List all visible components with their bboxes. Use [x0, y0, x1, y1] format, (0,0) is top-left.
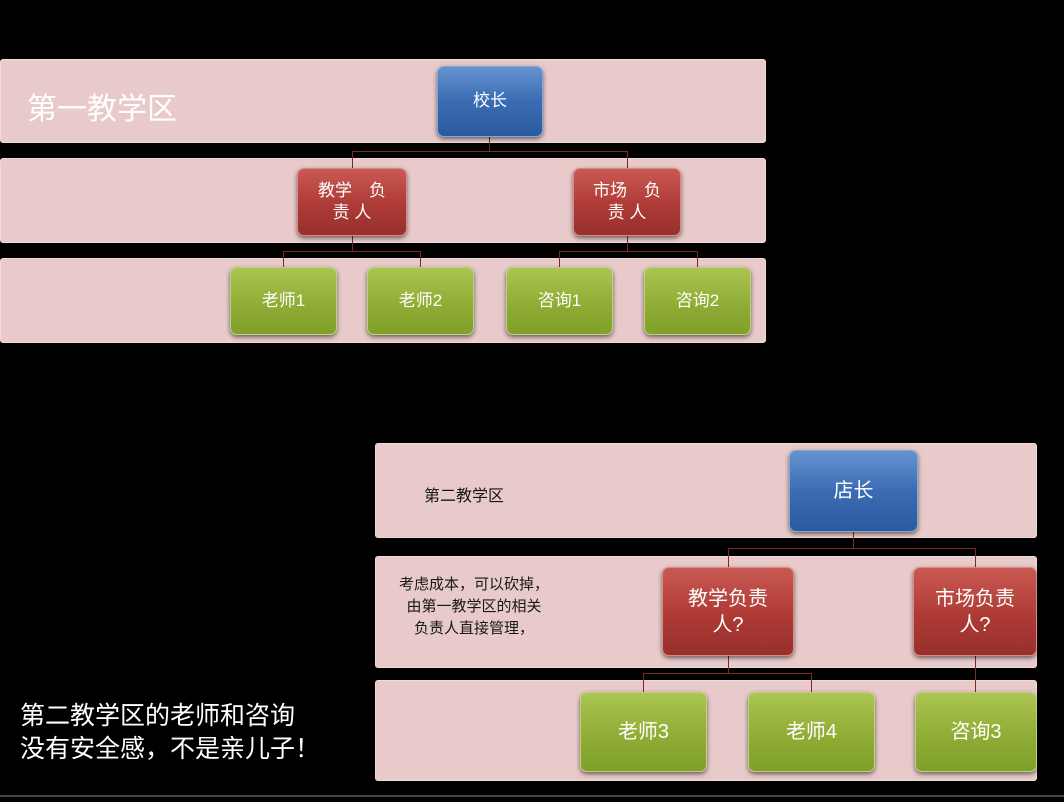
- chart2-band-root: [375, 443, 1037, 538]
- chart1-staff-consultant1[interactable]: 咨询1: [506, 267, 613, 335]
- connector-line: [283, 251, 421, 252]
- chart2-staff-teacher3[interactable]: 老师3: [580, 692, 707, 772]
- connector-line: [811, 673, 812, 692]
- connector-line: [975, 548, 976, 567]
- connector-line: [975, 656, 976, 692]
- bottom-edge-line: [0, 795, 1064, 797]
- node-label: 教学负责 人?: [688, 587, 768, 636]
- node-label: 老师1: [261, 290, 306, 310]
- insecurity-caption: 第二教学区的老师和咨询 没有安全感，不是亲儿子！: [20, 702, 321, 763]
- chart1-staff-consultant2[interactable]: 咨询2: [644, 267, 751, 335]
- connector-line: [283, 251, 284, 267]
- connector-line: [853, 532, 854, 548]
- node-label: 市场负责 人?: [935, 587, 1015, 636]
- chart2-title: 第二教学区: [424, 488, 505, 505]
- node-label: 老师4: [785, 721, 838, 743]
- connector-line: [627, 236, 628, 251]
- chart2-staff-consultant3[interactable]: 咨询3: [915, 692, 1037, 772]
- node-label: 教学 负 责 人: [318, 180, 386, 222]
- node-label: 咨询3: [950, 721, 1002, 743]
- connector-line: [728, 656, 729, 673]
- chart1-band-root: [0, 59, 766, 143]
- node-label: 市场 负 责 人: [593, 180, 661, 222]
- connector-line: [352, 151, 627, 152]
- node-label: 店长: [833, 480, 874, 502]
- chart1-manager-marketing[interactable]: 市场 负 责 人: [573, 168, 681, 236]
- chart1-staff-teacher2[interactable]: 老师2: [367, 267, 474, 335]
- node-label: 咨询1: [537, 290, 582, 310]
- node-label: 老师3: [617, 721, 670, 743]
- connector-line: [627, 151, 628, 168]
- connector-line: [352, 151, 353, 168]
- chart1-manager-teaching[interactable]: 教学 负 责 人: [297, 168, 407, 236]
- chart2-manager-marketing[interactable]: 市场负责 人?: [913, 567, 1037, 656]
- chart2-cost-note: 考虑成本，可以砍掉， 由第一教学区的相关 负责人直接管理，: [398, 576, 549, 637]
- connector-line: [697, 251, 698, 267]
- connector-line: [728, 548, 976, 549]
- connector-line: [489, 137, 490, 151]
- connector-line: [352, 236, 353, 251]
- connector-line: [643, 673, 644, 692]
- chart1-root-node[interactable]: 校长: [437, 66, 543, 137]
- connector-line: [420, 251, 421, 267]
- node-label: 校长: [473, 91, 507, 111]
- connector-line: [559, 251, 698, 252]
- node-label: 老师2: [398, 290, 443, 310]
- chart1-staff-teacher1[interactable]: 老师1: [230, 267, 337, 335]
- connector-line: [559, 251, 560, 267]
- chart1-title: 第一教学区: [27, 93, 177, 126]
- chart2-manager-teaching[interactable]: 教学负责 人?: [662, 567, 794, 656]
- node-label: 咨询2: [675, 290, 720, 310]
- connector-line: [728, 548, 729, 567]
- chart2-root-node[interactable]: 店长: [789, 450, 918, 532]
- connector-line: [643, 673, 812, 674]
- chart2-staff-teacher4[interactable]: 老师4: [748, 692, 875, 772]
